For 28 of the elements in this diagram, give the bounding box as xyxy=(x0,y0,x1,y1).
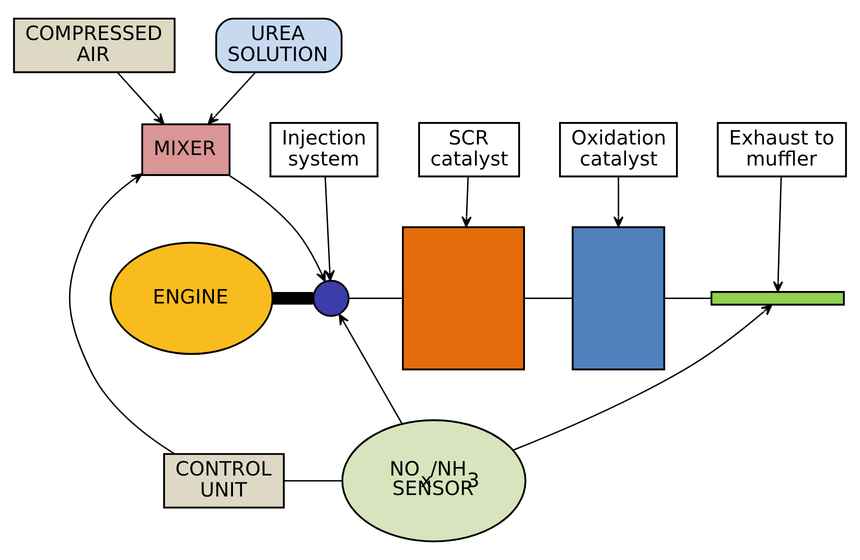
arrow xyxy=(613,176,624,228)
node-box xyxy=(402,226,525,370)
node-box: UREA SOLUTION xyxy=(215,18,342,74)
node-box: CONTROL UNIT xyxy=(163,453,285,508)
node-box xyxy=(572,226,666,370)
node-box: MIXER xyxy=(141,123,230,176)
arrow xyxy=(69,173,176,455)
arrow xyxy=(338,314,403,424)
arrow xyxy=(772,176,784,292)
node-box: Exhaust to muffler xyxy=(716,122,847,178)
connector xyxy=(272,292,314,305)
arrow xyxy=(228,174,326,282)
connector xyxy=(349,298,403,300)
node-box: SCR catalyst xyxy=(418,122,520,178)
connector xyxy=(664,298,712,300)
node-bar xyxy=(710,291,845,306)
connector xyxy=(284,480,342,482)
arrow xyxy=(324,176,335,282)
node-ellipse: ENGINE xyxy=(110,242,274,355)
node-circle xyxy=(312,280,350,317)
node-box: Injection system xyxy=(270,122,378,178)
node-box: COMPRESSED AIR xyxy=(13,18,176,74)
arrow xyxy=(461,176,472,228)
connector xyxy=(524,298,573,300)
arrow xyxy=(116,72,164,124)
arrow xyxy=(512,304,772,451)
arrow xyxy=(208,72,256,124)
node-box: Oxidation catalyst xyxy=(559,122,678,178)
